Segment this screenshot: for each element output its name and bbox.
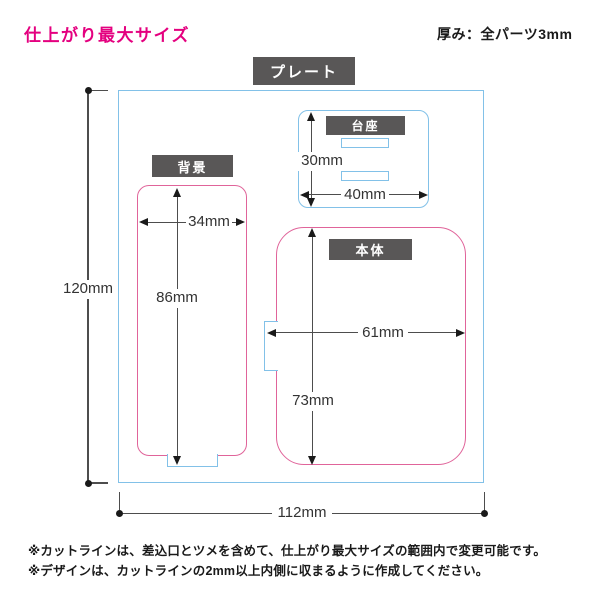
base-height-arrow-bottom xyxy=(307,198,315,207)
body-height-arrow-bottom xyxy=(308,456,316,465)
base-part-label: 台座 xyxy=(326,116,405,135)
plate-label: プレート xyxy=(253,57,355,85)
base-insert-slot-1 xyxy=(341,138,389,148)
background-height-label: 86mm xyxy=(152,289,202,308)
base-width-label: 40mm xyxy=(341,186,389,205)
base-width-arrow-left xyxy=(300,190,309,199)
base-height-label: 30mm xyxy=(298,152,346,171)
background-part-label: 背景 xyxy=(152,155,233,177)
height-dim-dot-bottom xyxy=(84,479,92,487)
background-height-arrow-top xyxy=(173,188,181,197)
body-width-arrow-right xyxy=(456,328,465,337)
width-dim-tick-left xyxy=(118,492,120,513)
footnotes: ※カットラインは、差込口とツメを含めて、仕上がり最大サイズの範囲内で変更可能です… xyxy=(28,541,588,581)
base-width-arrow-right xyxy=(419,190,428,199)
width-dim-tick-right xyxy=(483,492,485,513)
background-width-label: 34mm xyxy=(186,213,232,232)
base-insert-slot-2 xyxy=(341,171,389,181)
footnote-design: ※デザインは、カットラインの2mm以上内側に収まるように作成してください。 xyxy=(28,564,489,578)
height-dim-dot-top xyxy=(84,87,92,94)
height-dim-tick-top xyxy=(88,89,108,91)
width-dim-label: 112mm xyxy=(272,504,332,523)
background-width-arrow-right xyxy=(236,218,245,226)
body-part-label: 本体 xyxy=(329,239,412,260)
body-height-label: 73mm xyxy=(288,392,338,411)
page-title: 仕上がり最大サイズ xyxy=(24,26,190,45)
background-height-arrow-bottom xyxy=(173,456,181,465)
width-dim-dot-right xyxy=(480,509,488,517)
body-width-arrow-left xyxy=(267,328,276,337)
body-height-arrow-top xyxy=(308,228,316,237)
body-height-dim-line xyxy=(311,230,313,463)
height-dim-label: 120mm xyxy=(60,280,116,299)
background-width-arrow-left xyxy=(139,218,148,226)
background-height-dim-line xyxy=(176,190,178,463)
thickness-note: 厚み：全パーツ3mm xyxy=(437,26,573,42)
height-dim-tick-bottom xyxy=(88,482,108,484)
body-cut-outline xyxy=(276,227,466,465)
footnote-cutline: ※カットラインは、差込口とツメを含めて、仕上がり最大サイズの範囲内で変更可能です… xyxy=(28,544,547,558)
body-width-label: 61mm xyxy=(358,324,408,343)
base-height-arrow-top xyxy=(307,112,315,121)
width-dim-dot-left xyxy=(115,509,123,517)
